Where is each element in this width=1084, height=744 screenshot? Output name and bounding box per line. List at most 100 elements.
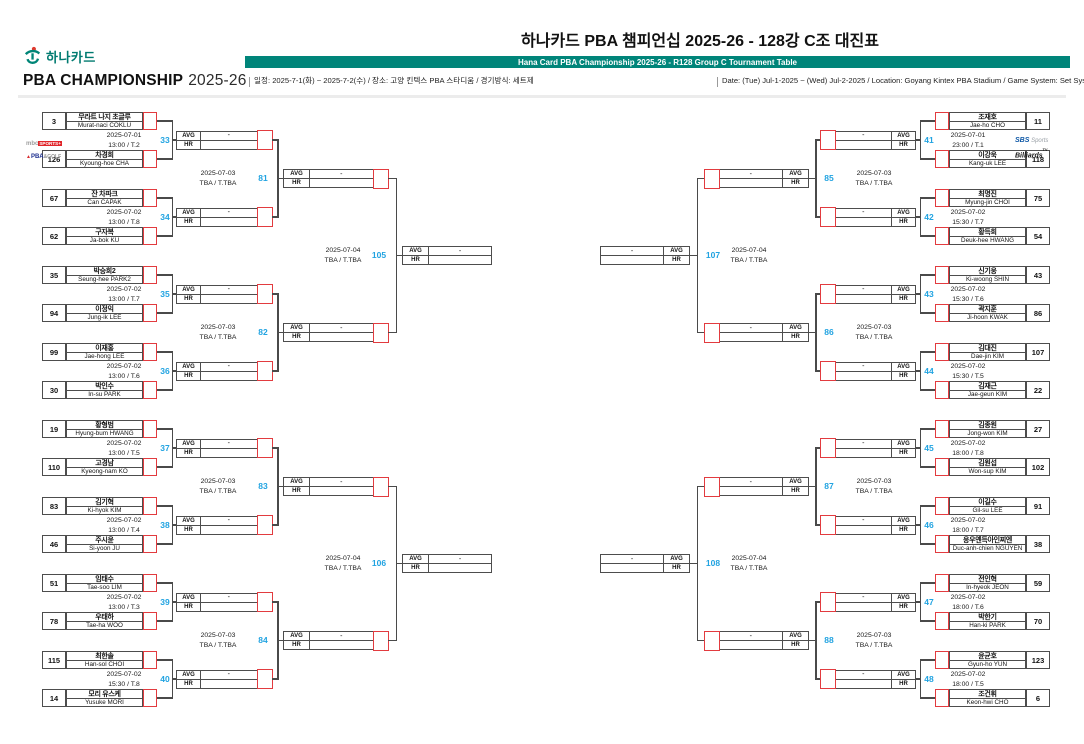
billiards-tv-wordmark: Billiards bbox=[1015, 152, 1043, 160]
page-title: 하나카드 PBA 챔피언십 2025-26 - 128강 C조 대진표 bbox=[521, 33, 879, 50]
connector-line bbox=[157, 197, 172, 199]
player-name-kr: 고경남 bbox=[67, 459, 142, 468]
seed-box: 51 bbox=[42, 574, 66, 592]
connector-line bbox=[815, 139, 817, 218]
match-date: 2025-07-02 bbox=[950, 670, 986, 678]
broadcaster-line2: BilliardsTV bbox=[1015, 146, 1048, 160]
connector-line bbox=[815, 447, 817, 526]
stat-value-hr bbox=[429, 256, 491, 264]
stat-label-avg: AVG bbox=[177, 132, 200, 141]
stat-value-hr bbox=[720, 641, 783, 649]
match-date: 2025-07-02 bbox=[950, 208, 986, 216]
stat-value-avg: - bbox=[719, 324, 782, 333]
stat-value-hr bbox=[836, 680, 892, 688]
match-time: 15:30 / T.6 bbox=[952, 295, 984, 303]
connector-line bbox=[916, 678, 920, 680]
match-number: 42 bbox=[924, 211, 934, 222]
match-time: 13:00 / T.7 bbox=[108, 295, 140, 303]
stat-value-avg: - bbox=[201, 363, 257, 372]
stat-value-hr bbox=[201, 218, 257, 226]
player-name-kr: 잔 차파크 bbox=[67, 190, 142, 199]
player-name-kr: 차경희 bbox=[67, 151, 142, 160]
player-score-cell bbox=[143, 689, 157, 707]
seed-box: 35 bbox=[42, 266, 66, 284]
connector-line bbox=[157, 620, 172, 622]
connector-line bbox=[171, 678, 176, 680]
info-divider-left bbox=[249, 77, 250, 87]
connector-line bbox=[157, 158, 172, 160]
stat-value-avg: - bbox=[835, 440, 891, 449]
connector-line bbox=[272, 601, 277, 603]
stat-label-hr: HR bbox=[292, 488, 301, 494]
connector-line bbox=[815, 601, 817, 680]
match-number: 36 bbox=[160, 365, 170, 376]
winner-score-cell bbox=[256, 669, 273, 689]
stat-value-column: - bbox=[201, 440, 257, 457]
match-time: TBA / T.TBA bbox=[855, 487, 893, 495]
player-name-kr: 김기혁 bbox=[67, 498, 142, 507]
match-date: 2025-07-01 bbox=[106, 131, 142, 139]
connector-line bbox=[916, 216, 920, 218]
connector-line bbox=[919, 235, 935, 237]
connector-line bbox=[272, 678, 277, 680]
player-name-en: Dae-jin KIM bbox=[971, 352, 1004, 360]
player-name-kr: 구자복 bbox=[67, 228, 142, 237]
player-name-en: Jae-hong LEE bbox=[84, 352, 125, 360]
stat-label-avg: AVG bbox=[892, 132, 915, 141]
stat-value-column: - bbox=[835, 517, 891, 534]
player-score-cell bbox=[935, 266, 949, 284]
connector-line bbox=[388, 177, 396, 180]
stat-label-avg: AVG bbox=[177, 594, 200, 603]
connector-line bbox=[277, 331, 283, 334]
player-score-cell bbox=[143, 304, 157, 322]
player-name-en: Ji-hoon KWAK bbox=[967, 313, 1008, 321]
match-number: 107 bbox=[705, 250, 721, 260]
winner-score-cell bbox=[372, 630, 389, 651]
stat-label-hr: HR bbox=[184, 680, 193, 687]
winner-score-cell bbox=[372, 476, 389, 497]
connector-line bbox=[916, 139, 920, 141]
player-score-cell bbox=[143, 612, 157, 630]
stat-label-avg: AVG bbox=[783, 324, 808, 333]
connector-line bbox=[395, 254, 402, 257]
stat-label-hr: HR bbox=[292, 180, 301, 186]
stat-value-hr bbox=[201, 449, 257, 457]
stat-value-hr bbox=[429, 564, 491, 572]
stat-label-hr: HR bbox=[292, 642, 301, 648]
connector-line bbox=[157, 389, 172, 391]
seed-box: 110 bbox=[42, 458, 66, 476]
winner-score-cell bbox=[703, 322, 720, 343]
match-date: 2025-07-04 bbox=[731, 554, 767, 562]
player-name-kr: 김종원 bbox=[950, 421, 1025, 430]
seed-box: 75 bbox=[1026, 189, 1050, 207]
connector-line bbox=[157, 235, 172, 237]
player-name-en: Kyoung-hoe CHA bbox=[79, 159, 129, 167]
connector-line bbox=[277, 485, 283, 488]
seed-box: 38 bbox=[1026, 535, 1050, 553]
stat-label-hr: HR bbox=[411, 257, 420, 263]
winner-score-cell bbox=[819, 284, 836, 304]
stat-value-hr bbox=[201, 372, 257, 380]
player-name-en: Kyeong-nam KO bbox=[81, 467, 128, 475]
match-date: 2025-07-03 bbox=[856, 477, 892, 485]
